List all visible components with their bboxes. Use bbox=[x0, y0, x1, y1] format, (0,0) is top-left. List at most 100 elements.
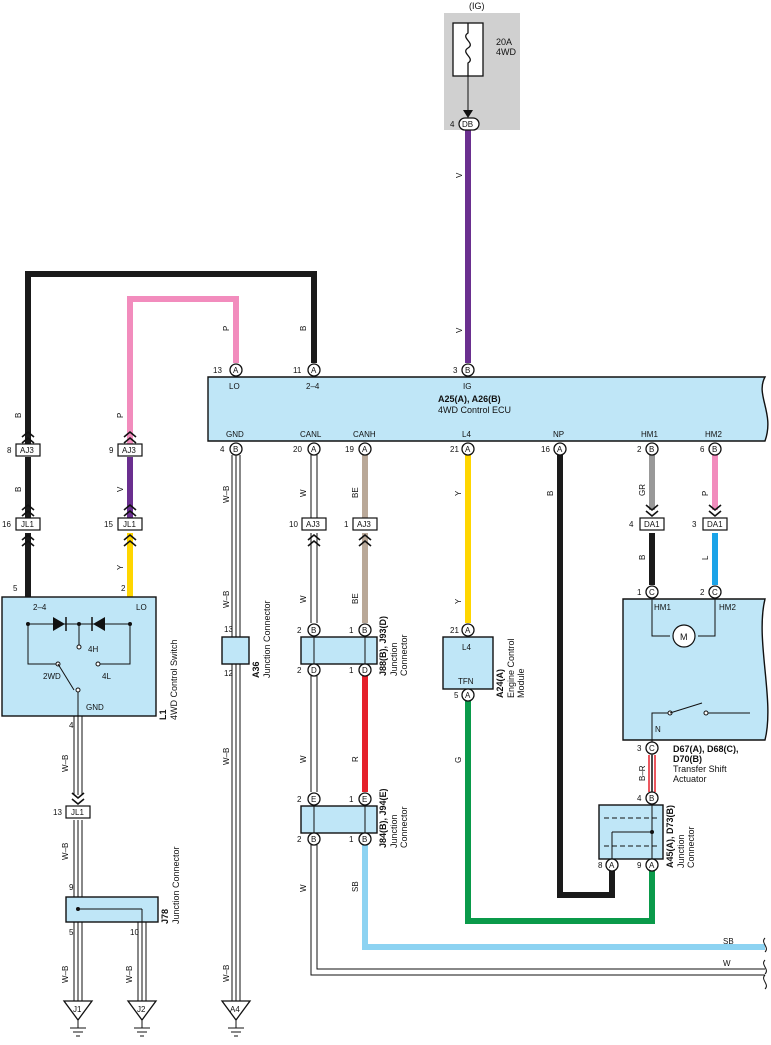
svg-text:Junction: Junction bbox=[389, 642, 399, 676]
svg-text:2: 2 bbox=[700, 588, 705, 597]
wire-label-w-2: W bbox=[299, 595, 308, 603]
svg-text:11: 11 bbox=[293, 366, 302, 375]
svg-text:1: 1 bbox=[637, 588, 642, 597]
ecu-pin-hm1: HM1 B 2 bbox=[637, 430, 659, 456]
wire-label-r: R bbox=[351, 756, 360, 762]
ground-icon-j2: J2 bbox=[126, 1000, 158, 1037]
ecu-box bbox=[207, 376, 769, 442]
svg-text:3: 3 bbox=[692, 520, 697, 529]
svg-text:C: C bbox=[649, 588, 655, 597]
svg-text:9: 9 bbox=[637, 861, 642, 870]
wire-label-b-left: B bbox=[14, 413, 23, 418]
wire-label-b-hm1: B bbox=[638, 555, 647, 560]
svg-text:15: 15 bbox=[104, 520, 113, 529]
svg-text:21: 21 bbox=[450, 445, 459, 454]
svg-text:LO: LO bbox=[229, 382, 240, 391]
svg-text:4: 4 bbox=[637, 794, 642, 803]
svg-text:Engine Control: Engine Control bbox=[506, 638, 516, 698]
svg-text:Module: Module bbox=[516, 668, 526, 698]
svg-text:A: A bbox=[465, 691, 471, 700]
ecu-pin-2-4: A 11 2–4 bbox=[293, 363, 321, 391]
svg-text:2: 2 bbox=[121, 584, 126, 593]
svg-text:Connector: Connector bbox=[399, 806, 409, 848]
connector-aj3-pink: AJ3 9 bbox=[109, 430, 143, 457]
svg-text:1: 1 bbox=[349, 666, 354, 675]
svg-text:Connector: Connector bbox=[399, 634, 409, 676]
svg-text:1: 1 bbox=[344, 520, 349, 529]
svg-text:A4: A4 bbox=[230, 1005, 240, 1014]
wire-label-g: G bbox=[454, 757, 463, 763]
svg-text:10: 10 bbox=[289, 520, 298, 529]
wire-br-actuator bbox=[648, 755, 656, 792]
svg-text:2: 2 bbox=[297, 835, 302, 844]
svg-text:DA1: DA1 bbox=[644, 520, 660, 529]
wire-label-p-left: P bbox=[116, 413, 125, 418]
ecu-subtitle: 4WD Control ECU bbox=[438, 405, 511, 415]
svg-text:B: B bbox=[311, 626, 316, 635]
svg-text:CANH: CANH bbox=[353, 430, 376, 439]
svg-text:AJ3: AJ3 bbox=[357, 520, 371, 529]
switch-diodes bbox=[26, 617, 132, 716]
switch-l1-box bbox=[1, 596, 157, 717]
wire-label-sb: SB bbox=[351, 881, 360, 892]
svg-text:JL1: JL1 bbox=[123, 520, 136, 529]
svg-text:1: 1 bbox=[349, 626, 354, 635]
svg-text:HM1: HM1 bbox=[654, 603, 671, 612]
svg-text:C: C bbox=[712, 588, 718, 597]
wire-wb-gnd-ecu bbox=[231, 455, 241, 1003]
connector-aj3-canl: AJ3 10 bbox=[289, 517, 327, 547]
svg-text:N: N bbox=[655, 725, 661, 734]
ecu-pin-canh: CANH A 19 bbox=[345, 430, 376, 456]
wire-white-canl bbox=[310, 455, 765, 976]
svg-text:5: 5 bbox=[454, 691, 459, 700]
svg-text:4L: 4L bbox=[102, 672, 111, 681]
actuator-id: D67(A), D68(C), bbox=[673, 744, 739, 754]
ecu-pin-l4: L4 A 21 bbox=[450, 430, 475, 456]
wire-label-y-left: Y bbox=[116, 564, 125, 570]
svg-text:LO: LO bbox=[136, 603, 147, 612]
wire-label-b-24: B bbox=[299, 326, 308, 331]
actuator-box bbox=[622, 598, 769, 741]
j78-name: Junction Connector bbox=[171, 846, 181, 924]
svg-text:GND: GND bbox=[86, 703, 104, 712]
connector-da1-hm2: DA1 3 bbox=[692, 504, 728, 531]
svg-text:B: B bbox=[233, 445, 238, 454]
wire-label-p-lo: P bbox=[222, 326, 231, 331]
svg-text:3: 3 bbox=[637, 744, 642, 753]
wire-label-w-4: W bbox=[299, 884, 308, 892]
svg-text:9: 9 bbox=[69, 883, 74, 892]
svg-text:HM2: HM2 bbox=[705, 430, 722, 439]
svg-text:IG: IG bbox=[463, 382, 471, 391]
ecu-pin-canl: CANL A 20 bbox=[293, 430, 322, 456]
fuse-amp: 20A bbox=[496, 37, 512, 47]
svg-text:19: 19 bbox=[345, 445, 354, 454]
svg-text:A: A bbox=[362, 445, 368, 454]
wire-wb-switch-gnd bbox=[73, 716, 147, 1003]
svg-text:M: M bbox=[680, 632, 688, 642]
svg-text:E: E bbox=[362, 795, 367, 804]
svg-text:B: B bbox=[649, 794, 654, 803]
svg-text:16: 16 bbox=[541, 445, 550, 454]
wire-label-v-ig2: V bbox=[455, 327, 464, 333]
svg-text:J1: J1 bbox=[73, 1005, 82, 1014]
wire-label-br: B–R bbox=[638, 765, 647, 781]
connector-da1-hm1: DA1 4 bbox=[629, 504, 665, 531]
wire-label-y-l4b: Y bbox=[454, 598, 463, 604]
wire-label-sb-right: SB bbox=[723, 937, 734, 946]
svg-text:16: 16 bbox=[2, 520, 11, 529]
a36-name: Junction Connector bbox=[262, 600, 272, 678]
svg-text:B: B bbox=[362, 835, 367, 844]
svg-text:6: 6 bbox=[700, 445, 705, 454]
svg-text:A: A bbox=[465, 626, 471, 635]
wire-label-w-3: W bbox=[299, 755, 308, 763]
motor-icon bbox=[672, 624, 696, 648]
wire-break-icon bbox=[763, 937, 767, 990]
wire-label-wb-gnd3: W–B bbox=[222, 748, 231, 765]
svg-text:Actuator: Actuator bbox=[673, 774, 707, 784]
wire-label-be-2: BE bbox=[351, 593, 360, 604]
svg-text:A: A bbox=[649, 861, 655, 870]
wire-label-wb-gnd2: W–B bbox=[222, 591, 231, 608]
svg-text:B: B bbox=[362, 626, 367, 635]
svg-text:AJ3: AJ3 bbox=[122, 446, 136, 455]
svg-text:D: D bbox=[362, 666, 368, 675]
